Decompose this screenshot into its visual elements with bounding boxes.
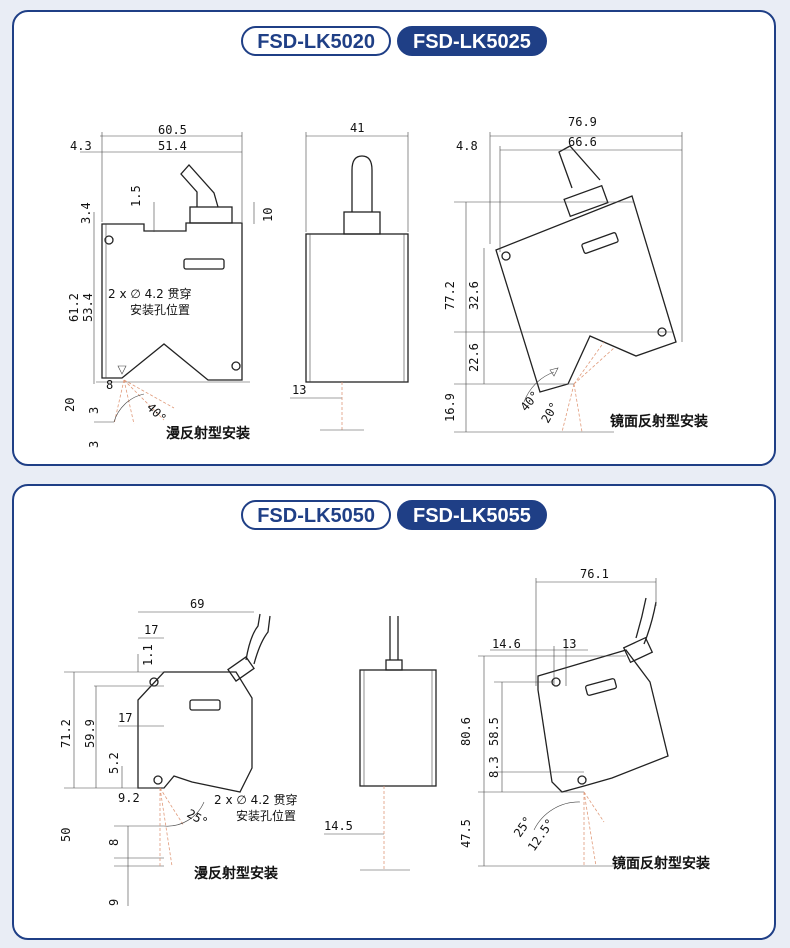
dim-77-2: 77.2 (443, 281, 457, 310)
dim-69: 69 (190, 597, 204, 611)
sensor-side-view-lk5050 (324, 616, 437, 871)
hole-note-line-2: 安装孔位置 (130, 302, 190, 317)
dim-3-b: 3 (87, 441, 101, 448)
sensor-tilted-view-lk5055 (478, 578, 669, 867)
dim-1-1: 1.1 (141, 644, 155, 666)
dim-59-9: 59.9 (83, 719, 97, 748)
panel-lk5020-lk5025: FSD-LK5020 FSD-LK5025 (12, 10, 776, 466)
hole-note-line-1: 2 x ∅ 4.2 贯穿 (108, 286, 192, 301)
dim-41: 41 (350, 121, 364, 135)
dim-47-5: 47.5 (459, 819, 473, 848)
caption-mirror-mount-2: 镜面反射型安装 (612, 855, 711, 872)
dim-51-4: 51.4 (158, 139, 187, 153)
dim-13: 13 (292, 383, 306, 397)
dim-4-8: 4.8 (456, 139, 478, 153)
dim-angle-20: 20° (538, 400, 561, 426)
dim-22-6: 22.6 (467, 343, 481, 372)
dim-66-6: 66.6 (568, 135, 597, 149)
dimension-lines-right-1 (454, 132, 683, 433)
dim-3-4: 3.4 (79, 202, 93, 224)
model-pill-fsd-lk5020: FSD-LK5020 (241, 26, 391, 56)
model-pill-fsd-lk5025: FSD-LK5025 (397, 26, 547, 56)
dim-17-a: 17 (144, 623, 158, 637)
dim-14-5: 14.5 (324, 819, 353, 833)
dim-angle-25: 25° (185, 806, 211, 829)
model-title-row-2: FSD-LK5050 FSD-LK5055 (14, 500, 774, 530)
dim-9: 9 (107, 899, 121, 906)
dimension-drawing-2: 69 17 1.1 71.2 59.9 17 5.2 9.2 50 8 9 25… (59, 567, 711, 906)
hole-note-line-1-p2: 2 x ∅ 4.2 贯穿 (214, 792, 298, 807)
dim-17-b: 17 (118, 711, 132, 725)
dim-50: 50 (59, 828, 73, 842)
dim-angle-40-right: 40° (518, 388, 543, 414)
dimension-lines-left-1 (80, 132, 255, 423)
caption-diffuse-mount-2: 漫反射型安装 (194, 865, 279, 882)
hole-note-line-2-p2: 安装孔位置 (236, 808, 296, 823)
dim-angle-40: 40° (144, 400, 169, 425)
dim-8-3: 8.3 (487, 756, 501, 778)
dim-8-p2: 8 (107, 839, 121, 846)
dim-3-a: 3 (87, 407, 101, 414)
model-pill-fsd-lk5050: FSD-LK5050 (241, 500, 391, 530)
dim-61-2: 61.2 (67, 293, 81, 322)
model-pill-fsd-lk5055: FSD-LK5055 (397, 500, 547, 530)
dim-76-9: 76.9 (568, 115, 597, 129)
dim-14-6: 14.6 (492, 637, 521, 651)
dim-16-9: 16.9 (443, 393, 457, 422)
caption-diffuse-mount-1: 漫反射型安装 (166, 425, 251, 442)
dim-1-5: 1.5 (129, 185, 143, 207)
dim-76-1: 76.1 (580, 567, 609, 581)
dim-9-2: 9.2 (118, 791, 140, 805)
sensor-front-view-lk5020 (96, 164, 250, 425)
sensor-side-view-lk5020 (290, 132, 409, 431)
dim-53-4: 53.4 (81, 293, 95, 322)
sensor-front-view-lk5050 (64, 611, 271, 906)
sensor-tilted-view-lk5025 (495, 145, 677, 433)
dim-5-2: 5.2 (107, 752, 121, 774)
dim-10: 10 (261, 208, 275, 222)
dim-4-3: 4.3 (70, 139, 92, 153)
dim-58-5: 58.5 (487, 717, 501, 746)
dim-13-p2: 13 (562, 637, 576, 651)
dim-8: 8 (106, 378, 113, 392)
dimension-drawing-1: 60.5 4.3 51.4 1.5 10 3.4 61.2 53.4 8 20 … (63, 115, 709, 448)
panel-lk5050-lk5055: FSD-LK5050 FSD-LK5055 (12, 484, 776, 940)
dim-60-5: 60.5 (158, 123, 187, 137)
caption-mirror-mount-1: 镜面反射型安装 (610, 413, 709, 430)
model-title-row: FSD-LK5020 FSD-LK5025 (14, 26, 774, 56)
dim-71-2: 71.2 (59, 719, 73, 748)
dim-32-6: 32.6 (467, 281, 481, 310)
dim-20: 20 (63, 398, 77, 412)
dim-80-6: 80.6 (459, 717, 473, 746)
